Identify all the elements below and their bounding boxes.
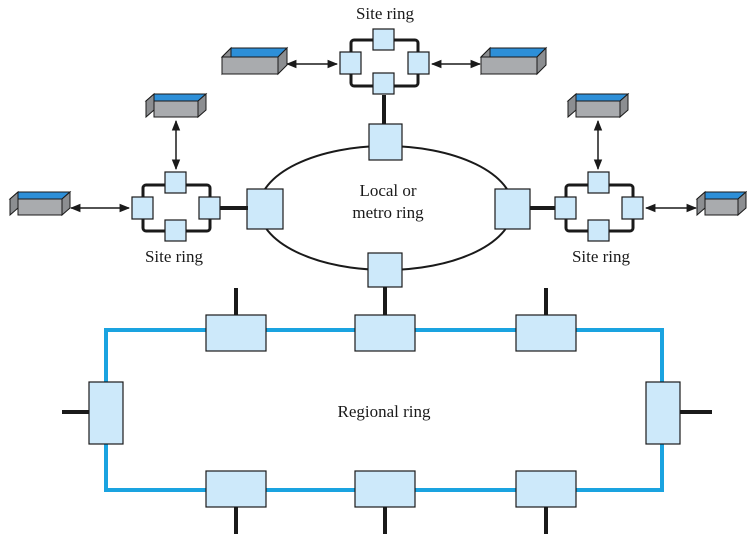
end-device-left-side [8, 190, 72, 217]
site-ring-top: Site ring [285, 4, 482, 95]
site-ring-top-label: Site ring [356, 4, 415, 23]
regional-ring-stubs [62, 287, 712, 534]
end-device-right-upper [566, 92, 630, 119]
local-ring-label-line2: metro ring [352, 203, 424, 222]
site-ring-top-node-w [339, 51, 362, 75]
end-device-right-side [695, 190, 747, 217]
site-ring-top-node-e [407, 51, 430, 75]
regional-node-top-center [354, 314, 416, 352]
site-ring-right-node-e [621, 196, 644, 220]
site-ring-top-node-n [372, 28, 395, 51]
regional-ring: Regional ring [62, 287, 712, 534]
site-ring-left-node-w [131, 196, 154, 220]
local-node-top [368, 123, 403, 161]
local-ring-label-line1: Local or [359, 181, 416, 200]
local-node-left [246, 188, 284, 230]
end-device-left-upper [144, 92, 208, 119]
local-node-right [494, 188, 531, 230]
regional-node-left [88, 381, 124, 445]
regional-ring-label: Regional ring [337, 402, 431, 421]
regional-node-top-right [515, 314, 577, 352]
site-ring-left-node-e [198, 196, 221, 220]
regional-node-bottom-right [515, 470, 577, 508]
site-ring-left: Site ring [69, 119, 248, 266]
site-ring-right-label: Site ring [572, 247, 631, 266]
site-ring-left-label: Site ring [145, 247, 204, 266]
local-node-bottom [367, 252, 403, 288]
site-ring-top-node-s [372, 72, 395, 95]
site-ring-left-node-n [164, 171, 187, 194]
site-ring-right: Site ring [554, 119, 698, 266]
regional-node-bottom-center [354, 470, 416, 508]
regional-node-bottom-left [205, 470, 267, 508]
regional-node-right [645, 381, 681, 445]
site-ring-right-node-n [587, 171, 610, 194]
end-device-top-left [220, 46, 289, 76]
regional-node-top-left [205, 314, 267, 352]
end-device-top-right [479, 46, 548, 76]
site-ring-left-node-s [164, 219, 187, 242]
local-metro-ring: Local or metro ring [246, 95, 555, 288]
site-ring-right-node-w [554, 196, 577, 220]
site-ring-right-node-s [587, 219, 610, 242]
